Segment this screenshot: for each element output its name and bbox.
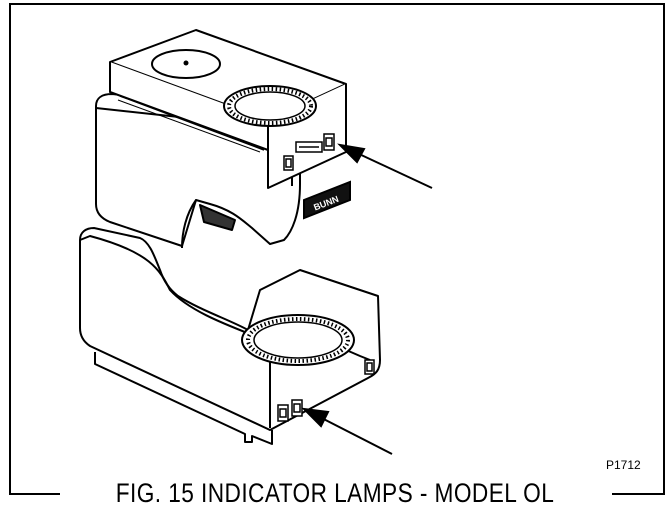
figure-caption: FIG. 15 INDICATOR LAMPS - MODEL OL [54, 478, 617, 508]
figure-frame [9, 3, 665, 495]
top-switches [283, 133, 335, 171]
indicator-arrows [301, 143, 433, 455]
top-sprayhead-disk [151, 49, 317, 127]
base-unit [79, 227, 381, 445]
part-number-label: P1712 [606, 458, 641, 472]
bunn-logo-plate: BUNN [303, 180, 351, 220]
lower-warmer-plate [241, 314, 355, 366]
